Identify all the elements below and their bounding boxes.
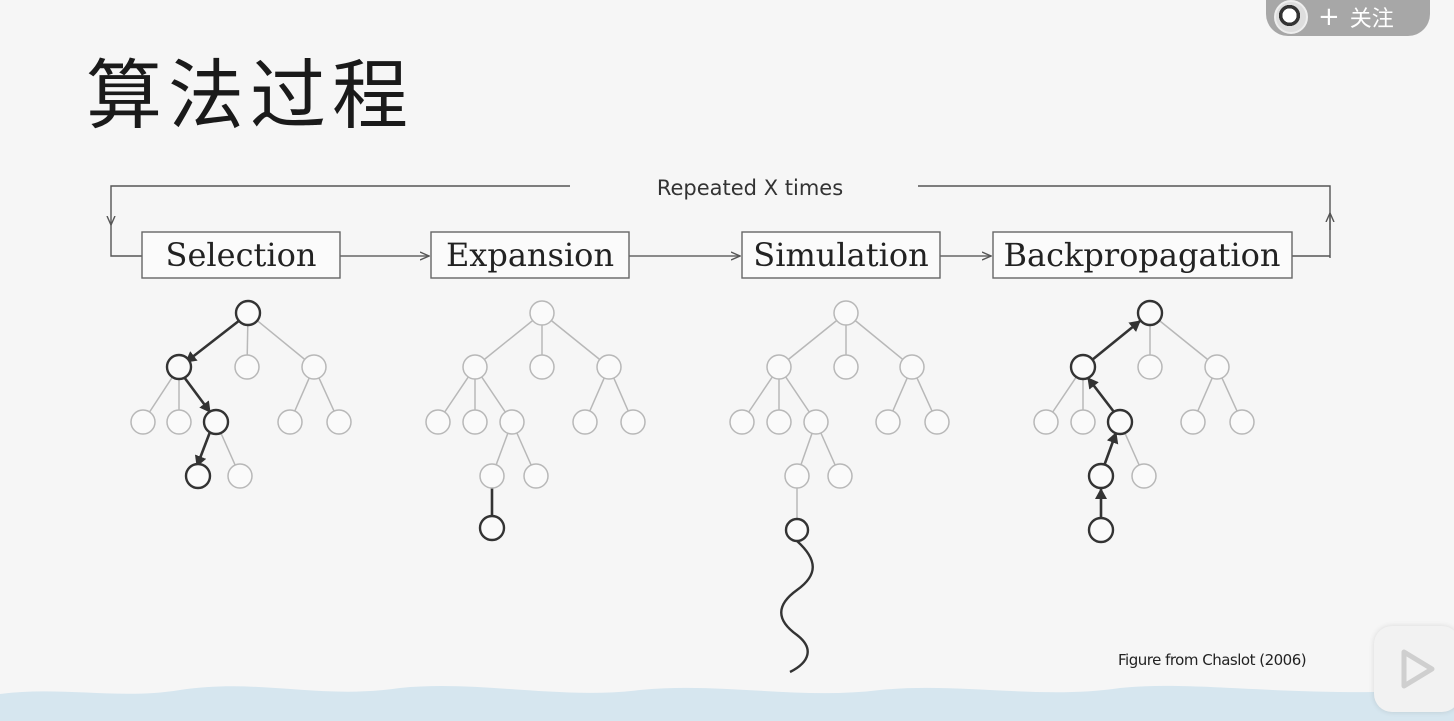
simulation-tree [729, 300, 950, 674]
simulation-box [741, 231, 941, 279]
play-icon [1401, 649, 1435, 689]
step-label-simulation: Simulation [753, 236, 928, 274]
avatar [1274, 0, 1308, 34]
expansion-box [430, 231, 630, 279]
page-title: 算法过程 [86, 51, 414, 140]
backpropagation-tree [1033, 299, 1255, 544]
selection-box [141, 231, 341, 279]
step-label-expansion: Expansion [446, 236, 614, 274]
selection-tree [130, 299, 352, 490]
bottom-band [0, 685, 1454, 721]
figure-credit: Figure from Chaslot (2006) [1118, 651, 1307, 669]
step-label-selection: Selection [166, 236, 317, 274]
expansion-tree [425, 300, 646, 542]
loop-label: Repeated X times [657, 176, 843, 200]
step-label-backpropagation: Backpropagation [1003, 236, 1280, 274]
follow-label: 关注 [1349, 7, 1394, 32]
follow-button[interactable]: + 关注 [1266, 0, 1430, 36]
backpropagation-box [992, 231, 1293, 279]
plus-icon: + [1318, 2, 1340, 32]
loop-arrow [111, 185, 1330, 258]
play-button[interactable] [1374, 626, 1454, 712]
